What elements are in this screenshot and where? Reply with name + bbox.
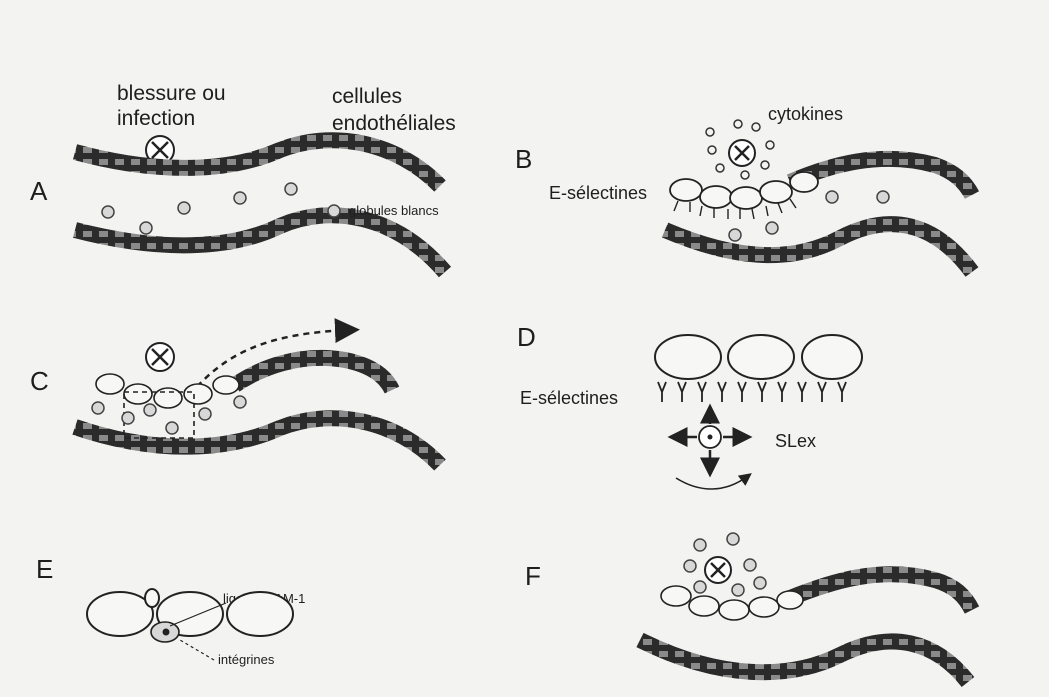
slex-label: SLex bbox=[775, 431, 816, 451]
endothelial-cells-e bbox=[87, 589, 293, 636]
panel-f: F bbox=[525, 533, 972, 682]
wound-icon-c bbox=[146, 343, 174, 371]
wound-label-line1: blessure ou bbox=[117, 82, 226, 105]
panel-c-letter: C bbox=[30, 366, 49, 396]
panel-d: D E-sélectines SLex bbox=[517, 322, 862, 489]
panel-d-letter: D bbox=[517, 322, 536, 352]
selectins-label-d: E-sélectines bbox=[520, 388, 618, 408]
panel-b-letter: B bbox=[515, 144, 532, 174]
vessel-wall-lower-c bbox=[75, 418, 440, 465]
panel-a: A blessure ou infection cellules endothé… bbox=[30, 82, 456, 272]
integrins-label: intégrines bbox=[218, 652, 275, 667]
selectins-label-b: E-sélectines bbox=[549, 183, 647, 203]
vessel-wall-upper-b bbox=[790, 159, 972, 195]
wbc-label: globules blancs bbox=[349, 203, 439, 218]
wound-icon-b bbox=[729, 140, 755, 166]
endo-label-line2: endothéliales bbox=[332, 112, 456, 135]
endothelial-cells-c bbox=[96, 374, 239, 408]
white-blood-cells bbox=[102, 183, 340, 234]
panel-c: C bbox=[30, 330, 440, 465]
integrin-pointer bbox=[180, 640, 214, 660]
panel-a-letter: A bbox=[30, 176, 48, 206]
panel-f-letter: F bbox=[525, 561, 541, 591]
rolling-arrow bbox=[676, 476, 748, 489]
activated-endothelial-cells bbox=[670, 172, 818, 209]
wound-label-line2: infection bbox=[117, 107, 195, 130]
panel-e-letter: E bbox=[36, 554, 53, 584]
selectin-receptors-d bbox=[658, 382, 846, 402]
vessel-wall-upper-c bbox=[235, 358, 392, 390]
endo-label-line1: cellules bbox=[332, 85, 402, 108]
endothelial-cells-d bbox=[655, 335, 862, 379]
vessel-wall-upper-f bbox=[790, 574, 972, 610]
vessel-wall-lower-f bbox=[640, 640, 968, 682]
vessel-wall-lower-b bbox=[665, 224, 972, 272]
white-blood-cell-d bbox=[699, 426, 721, 448]
panel-b: B cytokines E-sélectines bbox=[515, 104, 972, 272]
vessel-wall-upper bbox=[75, 140, 440, 186]
cytokines-label: cytokines bbox=[768, 104, 843, 124]
wound-icon-f bbox=[705, 557, 731, 583]
white-blood-cell-e bbox=[151, 622, 179, 642]
panel-e: E ligand ICAM-1 intégrines bbox=[36, 554, 305, 667]
vessel-wall-lower bbox=[75, 215, 445, 272]
